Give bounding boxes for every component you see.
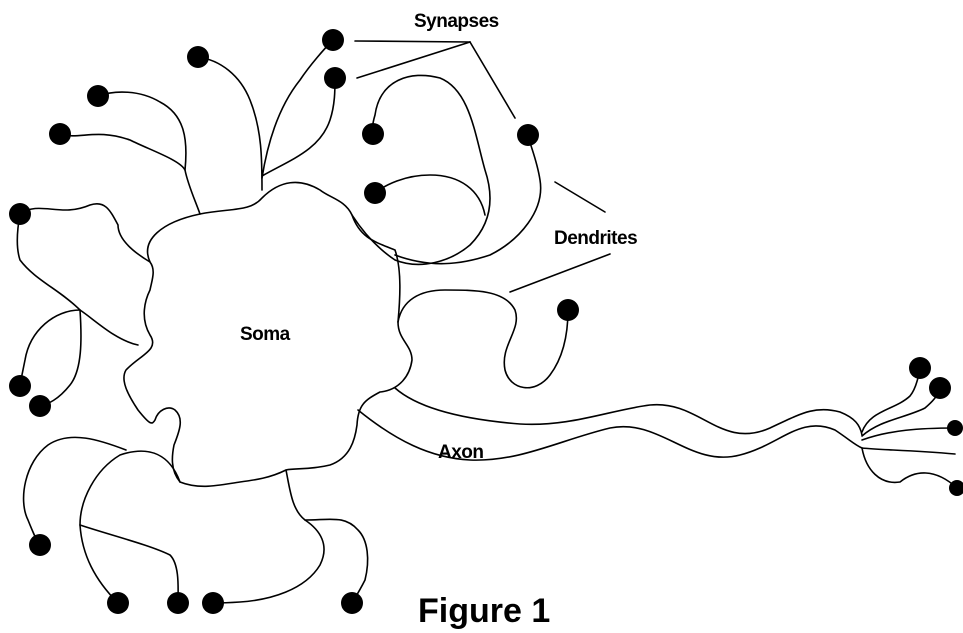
axon-terminal-5 xyxy=(861,447,958,489)
synapse-dot xyxy=(322,29,344,51)
axon-lower xyxy=(357,409,863,461)
dendrite-bottom-left-1 xyxy=(22,436,127,546)
dendrite-bottom-left-2 xyxy=(79,450,181,604)
dendrites-leader-2 xyxy=(509,253,611,293)
dendrite-top-mid-2 xyxy=(261,77,336,177)
dendrite-bottom-left-3 xyxy=(79,524,179,604)
synapse-dot xyxy=(362,123,384,145)
axon-terminal-4 xyxy=(861,447,956,455)
synapse-dot xyxy=(341,592,363,614)
dendrite-top-left-1 xyxy=(59,133,201,215)
synapse-dot xyxy=(949,480,963,496)
axon-terminal-1 xyxy=(861,367,921,433)
axon-terminal-3 xyxy=(861,427,956,441)
dendrite-left-lower-a xyxy=(19,309,81,387)
dendrites-label: Dendrites xyxy=(554,228,637,249)
synapse-dot xyxy=(202,592,224,614)
dendrite-top-left-3 xyxy=(197,56,263,191)
synapse-dot xyxy=(557,299,579,321)
synapse-dot xyxy=(517,124,539,146)
synapse-dot xyxy=(167,592,189,614)
dendrites-leader-1 xyxy=(554,181,606,213)
dendrite-right-upper xyxy=(394,134,542,265)
axon-label: Axon xyxy=(438,442,484,463)
synapse-dot xyxy=(324,67,346,89)
synapse-dot xyxy=(29,395,51,417)
soma-outline xyxy=(123,181,413,488)
dendrite-left-upper xyxy=(19,203,151,263)
synapse-dot xyxy=(909,357,931,379)
synapse-dot xyxy=(107,592,129,614)
synapses-leader-2 xyxy=(356,41,471,79)
synapse-dot xyxy=(364,182,386,204)
dendrite-top-right-inner xyxy=(374,174,486,216)
synapse-dot xyxy=(9,375,31,397)
synapse-dot xyxy=(9,203,31,225)
synapse-dot xyxy=(87,85,109,107)
figure-caption: Figure 1 xyxy=(418,592,550,630)
synapses-leader-3 xyxy=(469,41,516,119)
dendrite-bottom-mid xyxy=(212,469,325,604)
synapse-dot xyxy=(49,123,71,145)
dendrite-bottom-right xyxy=(304,518,369,604)
synapse-dot xyxy=(947,420,963,436)
dendrite-top-left-2 xyxy=(97,91,187,171)
synapse-dot xyxy=(29,534,51,556)
dendrite-right-lower xyxy=(397,289,569,389)
dendrite-left-lower-b xyxy=(39,309,82,407)
synapse-dot xyxy=(187,46,209,68)
dendrite-top-mid-1 xyxy=(261,39,334,179)
synapse-dot xyxy=(929,377,951,399)
soma-label: Soma xyxy=(240,324,291,345)
dendrite-top-right-loop xyxy=(351,74,491,266)
dendrite-left-mid xyxy=(16,213,139,346)
synapses-leader-1 xyxy=(354,40,471,43)
synapses-label: Synapses xyxy=(414,11,499,32)
axon-upper xyxy=(394,387,863,436)
